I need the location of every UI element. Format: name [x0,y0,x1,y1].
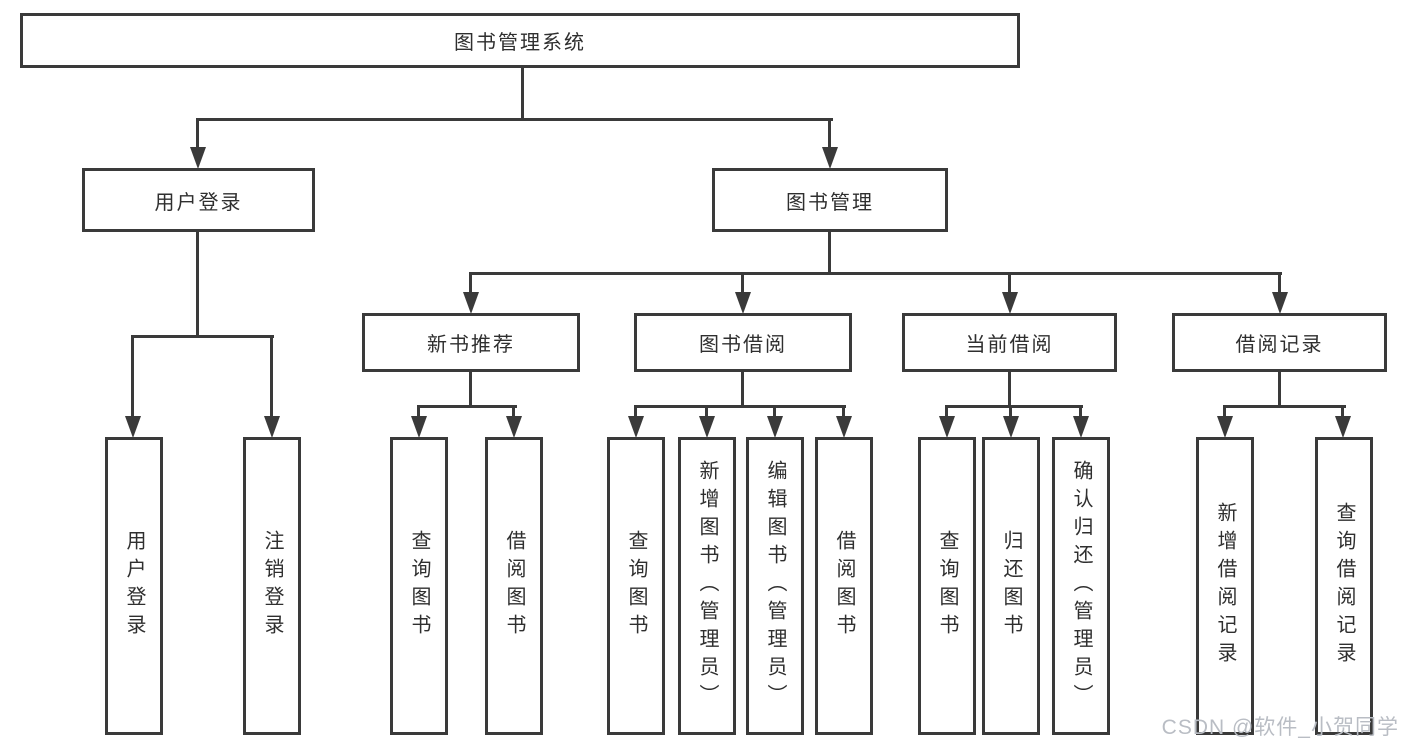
leaf-records-query-record: 查询借阅记录 [1315,437,1373,735]
connector-vline [1341,405,1344,417]
arrowhead-down [125,416,141,438]
leaf-label: 新增借阅记录 [1214,502,1236,670]
node-book-management: 图书管理 [712,168,948,232]
connector-vline [1079,405,1082,417]
connector-vline [521,66,524,120]
leaf-current-query-books: 查询图书 [918,437,976,735]
connector-hline [634,405,846,408]
connector-hline [469,272,1282,275]
leaf-label: 查询图书 [625,530,647,642]
connector-vline [417,405,420,417]
leaf-newbook-borrow-books: 借阅图书 [485,437,543,735]
arrowhead-down [264,416,280,438]
node-user-login: 用户登录 [82,168,315,232]
node-book-borrowing: 图书借阅 [634,313,852,372]
connector-vline [270,335,273,417]
arrowhead-down [190,147,206,169]
connector-vline [741,272,744,294]
connector-hline [945,405,1083,408]
connector-vline [1008,370,1011,407]
node-current-borrowing: 当前借阅 [902,313,1117,372]
connector-vline [773,405,776,417]
arrowhead-down [1003,416,1019,438]
connector-vline [1278,272,1281,294]
leaf-label: 注销登录 [261,530,283,642]
leaf-label: 编辑图书（管理员） [764,460,786,712]
arrowhead-down [628,416,644,438]
connector-hline [417,405,517,408]
connector-hline [196,118,833,121]
connector-vline [1008,272,1011,294]
connector-vline [469,370,472,407]
connector-vline [196,230,199,337]
connector-vline [741,370,744,407]
leaf-label: 查询图书 [936,530,958,642]
arrowhead-down [822,147,838,169]
connector-vline [634,405,637,417]
leaf-borrow-edit-books-admin: 编辑图书（管理员） [746,437,804,735]
arrowhead-down [1272,292,1288,314]
leaf-user-login: 用户登录 [105,437,163,735]
arrowhead-down [1073,416,1089,438]
leaf-label: 查询图书 [408,530,430,642]
leaf-newbook-query-books: 查询图书 [390,437,448,735]
arrowhead-down [463,292,479,314]
arrowhead-down [735,292,751,314]
leaf-borrow-add-books-admin: 新增图书（管理员） [678,437,736,735]
connector-vline [705,405,708,417]
connector-hline [131,335,274,338]
leaf-current-confirm-return-admin: 确认归还（管理员） [1052,437,1110,735]
leaf-label: 查询借阅记录 [1333,502,1355,670]
node-borrowing-records: 借阅记录 [1172,313,1387,372]
leaf-label: 借阅图书 [833,530,855,642]
leaf-label: 归还图书 [1000,530,1022,642]
connector-vline [945,405,948,417]
arrowhead-down [767,416,783,438]
arrowhead-down [506,416,522,438]
connector-vline [828,230,831,274]
connector-hline [1223,405,1346,408]
leaf-label: 用户登录 [123,530,145,642]
arrowhead-down [1335,416,1351,438]
connector-vline [131,335,134,417]
leaf-label: 借阅图书 [503,530,525,642]
leaf-logout: 注销登录 [243,437,301,735]
node-library-management-system: 图书管理系统 [20,13,1020,68]
connector-vline [828,118,831,150]
node-new-book-recommendation: 新书推荐 [362,313,580,372]
connector-vline [512,405,515,417]
arrowhead-down [939,416,955,438]
leaf-records-add-record: 新增借阅记录 [1196,437,1254,735]
connector-vline [1009,405,1012,417]
leaf-borrow-borrow-books: 借阅图书 [815,437,873,735]
arrowhead-down [411,416,427,438]
arrowhead-down [1002,292,1018,314]
connector-vline [1223,405,1226,417]
leaf-label: 新增图书（管理员） [696,460,718,712]
arrowhead-down [1217,416,1233,438]
arrowhead-down [836,416,852,438]
connector-vline [469,272,472,294]
connector-vline [842,405,845,417]
leaf-borrow-query-books: 查询图书 [607,437,665,735]
leaf-label: 确认归还（管理员） [1070,460,1092,712]
arrowhead-down [699,416,715,438]
watermark: CSDN @软件_小贺同学 [1161,716,1399,739]
connector-vline [196,118,199,150]
leaf-current-return-books: 归还图书 [982,437,1040,735]
connector-vline [1278,370,1281,407]
